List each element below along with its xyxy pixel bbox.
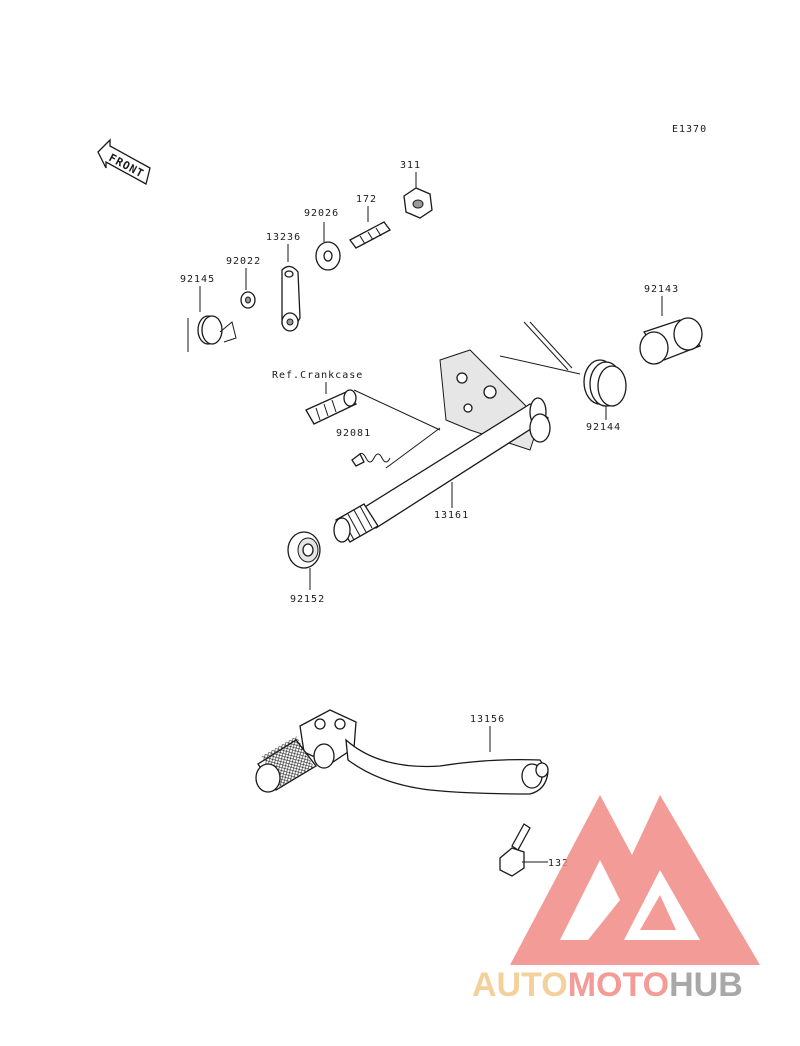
part-172-stud: 172: [349, 194, 391, 249]
automotohub-logo: AUTOMOTOHUB: [472, 795, 760, 1004]
label-92152: 92152: [290, 594, 325, 605]
part-92081-spring: 92081: [336, 427, 441, 469]
part-92144-spring: 92144: [499, 321, 627, 433]
part-92143-bushing: 92143: [639, 284, 703, 365]
part-13161-shift-shaft: 13161: [333, 349, 551, 543]
label-92081: 92081: [336, 428, 371, 439]
label-92143: 92143: [644, 284, 679, 295]
diagram-code: E1370: [672, 124, 707, 135]
watermark-moto: MOTO: [568, 966, 669, 1004]
label-ref-crankcase: Ref.Crankcase: [272, 370, 363, 381]
watermark-text: AUTOMOTOHUB: [472, 966, 743, 1004]
front-arrow-icon: FRONT: [97, 138, 151, 185]
part-132-bolt: 132: [499, 823, 569, 877]
label-92022: 92022: [226, 256, 261, 267]
part-13156-shift-pedal: 13156: [255, 709, 549, 795]
part-13236-lever: 13236: [266, 232, 301, 332]
label-13236: 13236: [266, 232, 301, 243]
label-13156: 13156: [470, 714, 505, 725]
part-311-nut: 311: [400, 160, 433, 219]
part-92145-spring: 92145: [180, 274, 237, 352]
watermark-hub: HUB: [669, 966, 743, 1004]
label-132: 132: [548, 858, 569, 869]
label-92144: 92144: [586, 422, 621, 433]
label-13161: 13161: [434, 510, 469, 521]
label-311: 311: [400, 160, 421, 171]
ref-crankcase-bolt: Ref.Crankcase: [272, 370, 441, 431]
label-172: 172: [356, 194, 377, 205]
label-92026: 92026: [304, 208, 339, 219]
part-92022-washer: 92022: [226, 256, 261, 309]
label-92145: 92145: [180, 274, 215, 285]
watermark-auto: AUTO: [472, 966, 568, 1004]
part-92026-washer: 92026: [304, 208, 341, 271]
part-92152-seal: 92152: [287, 531, 325, 605]
